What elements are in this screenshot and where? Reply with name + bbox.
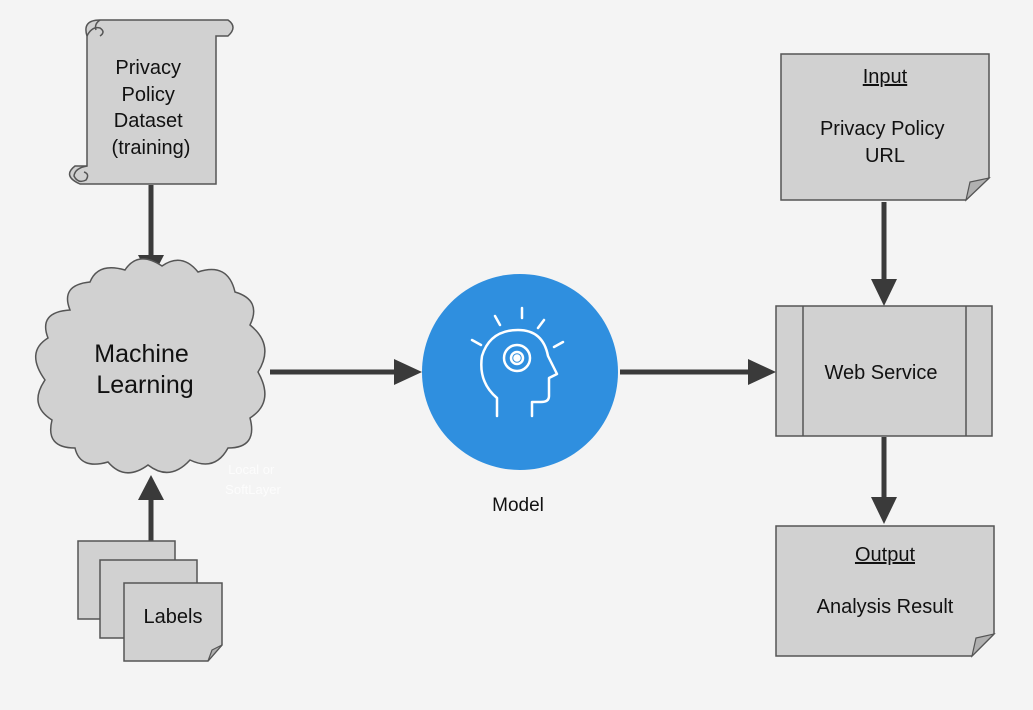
dataset-scroll-node: Privacy Policy Dataset (training) xyxy=(68,19,234,185)
machine-learning-cloud-node: Machine Learning Local or SoftLayer xyxy=(35,258,281,497)
ml-note-line-1: Local or xyxy=(228,462,275,477)
ml-note-line-2: SoftLayer xyxy=(225,482,281,497)
web-service-text: Web Service xyxy=(824,362,937,384)
model-circle xyxy=(422,274,618,470)
output-note-fold xyxy=(970,632,996,658)
input-line-2: URL xyxy=(865,145,905,167)
edge-input-to-web-service xyxy=(871,202,897,306)
svg-text:Privacy Policy URL: Privacy Policy URL xyxy=(820,118,950,167)
output-title: Output xyxy=(855,544,915,566)
edge-ml-to-model xyxy=(270,359,422,385)
output-line-1: Analysis Result xyxy=(817,596,954,618)
edge-model-to-web-service xyxy=(620,359,776,385)
svg-text:Machine Learning: Machine Learning xyxy=(94,340,195,399)
dataset-label-line-1: Privacy xyxy=(115,57,181,79)
cloud-shape xyxy=(35,258,266,474)
ml-label-line-1: Machine xyxy=(94,340,189,368)
model-node: Model xyxy=(422,274,618,516)
dataset-label-line-4: (training) xyxy=(112,137,191,159)
dataset-label-line-2: Policy xyxy=(122,84,175,106)
scroll-shape xyxy=(68,19,234,185)
input-title: Input xyxy=(863,66,908,88)
dataset-label-line-3: Dataset xyxy=(114,110,183,132)
labels-documents-node: Labels xyxy=(77,540,223,662)
scroll-bottom-curl xyxy=(73,165,89,183)
input-line-1: Privacy Policy xyxy=(820,118,944,140)
svg-text:Local or SoftLayer: Local or SoftLayer xyxy=(225,462,281,497)
web-service-node: Web Service xyxy=(775,305,993,437)
edge-web-service-to-output xyxy=(871,437,897,524)
web-service-box xyxy=(775,305,993,437)
input-note-fold xyxy=(964,176,991,202)
scroll-top-curl xyxy=(86,19,104,37)
output-node: Output Analysis Result xyxy=(775,525,996,658)
ml-label-line-2: Learning xyxy=(96,371,193,399)
labels-doc-fold xyxy=(207,644,223,662)
input-node: Input Privacy Policy URL xyxy=(780,53,991,202)
model-caption: Model xyxy=(492,495,544,516)
head-lightbulb-icon xyxy=(470,306,565,418)
labels-text: Labels xyxy=(144,606,203,628)
svg-text:Privacy Policy Dat: Privacy Policy Dataset (training) xyxy=(112,57,191,159)
